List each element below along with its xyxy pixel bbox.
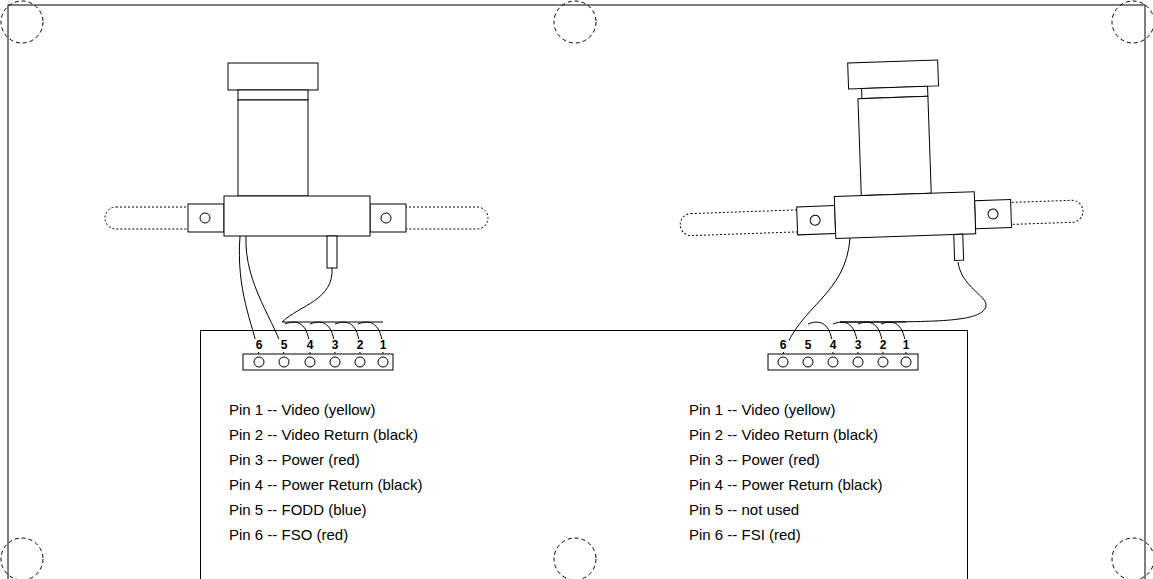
pin-description: Pin 5 -- not used bbox=[689, 501, 799, 519]
bracket-tab bbox=[370, 204, 406, 232]
mounting-hole bbox=[1, 538, 43, 579]
connector-pin bbox=[803, 357, 813, 367]
pin-description: Pin 2 -- Video Return (black) bbox=[689, 426, 878, 444]
pin-description: Pin 6 -- FSO (red) bbox=[229, 526, 348, 544]
connector-pin bbox=[378, 357, 388, 367]
connector-strip bbox=[243, 354, 393, 370]
connector-left bbox=[243, 354, 393, 370]
pin-number: 2 bbox=[877, 339, 889, 352]
bracket-hole bbox=[988, 209, 998, 219]
pin-description: Pin 3 -- Power (red) bbox=[689, 451, 820, 469]
mounting-hole bbox=[554, 1, 596, 43]
pin-description: Pin 5 -- FODD (blue) bbox=[229, 501, 367, 519]
connector-pin bbox=[355, 357, 365, 367]
connector-pin bbox=[853, 357, 863, 367]
wire bbox=[239, 236, 259, 354]
pin-description: Pin 1 -- Video (yellow) bbox=[229, 401, 375, 419]
pin-number: 6 bbox=[777, 339, 789, 352]
wire bbox=[783, 238, 850, 354]
camera-cap bbox=[848, 60, 939, 89]
bracket-hole bbox=[200, 213, 210, 223]
pin-number: 3 bbox=[852, 339, 864, 352]
camera-right bbox=[675, 55, 1085, 270]
connector-pin bbox=[330, 357, 340, 367]
mounting-hole bbox=[1112, 1, 1153, 43]
pin-description: Pin 3 -- Power (red) bbox=[229, 451, 360, 469]
pin-number: 2 bbox=[354, 339, 366, 352]
camera-clamp bbox=[224, 196, 370, 236]
camera-cap bbox=[228, 63, 318, 90]
pin-number: 1 bbox=[900, 339, 912, 352]
mounting-hole bbox=[1112, 538, 1153, 579]
camera-left bbox=[105, 63, 488, 268]
camera-body bbox=[858, 96, 931, 195]
camera-neck bbox=[238, 90, 308, 100]
pin-description: Pin 4 -- Power Return (black) bbox=[689, 476, 882, 494]
wire bbox=[282, 268, 383, 322]
camera-left-wires bbox=[239, 236, 383, 354]
bracket-tab bbox=[797, 206, 836, 235]
bracket-tab bbox=[188, 204, 224, 232]
connector-pin bbox=[305, 357, 315, 367]
mounting-hole bbox=[554, 538, 596, 579]
pin-number: 4 bbox=[304, 339, 316, 352]
pin-number: 3 bbox=[329, 339, 341, 352]
pin-table-panel: Pin 1 -- Video (yellow) Pin 2 -- Video Re… bbox=[200, 330, 968, 579]
pin-number: 6 bbox=[253, 339, 265, 352]
bracket-hole bbox=[810, 215, 820, 225]
mounting-slot bbox=[680, 209, 811, 236]
pin-number: 4 bbox=[827, 339, 839, 352]
connector-pin bbox=[901, 357, 911, 367]
wire bbox=[840, 262, 986, 322]
pin-description: Pin 1 -- Video (yellow) bbox=[689, 401, 835, 419]
connector-pin bbox=[878, 357, 888, 367]
bracket-hole bbox=[381, 213, 391, 223]
connector-strip bbox=[768, 354, 918, 370]
pin-number: 5 bbox=[802, 339, 814, 352]
cable-stub bbox=[327, 236, 337, 268]
connector-pin bbox=[254, 357, 264, 367]
pin-number: 1 bbox=[377, 339, 389, 352]
connector-pin bbox=[828, 357, 838, 367]
mounting-hole bbox=[1, 1, 43, 43]
wire bbox=[246, 236, 284, 354]
connector-right bbox=[768, 354, 918, 370]
pin-description: Pin 2 -- Video Return (black) bbox=[229, 426, 418, 444]
camera-clamp bbox=[834, 192, 975, 239]
bracket-tab bbox=[975, 199, 1012, 228]
pin-description: Pin 4 -- Power Return (black) bbox=[229, 476, 422, 494]
pin-description: Pin 6 -- FSI (red) bbox=[689, 526, 801, 544]
connector-pin bbox=[279, 357, 289, 367]
cable-stub bbox=[954, 234, 964, 260]
camera-right-wires bbox=[783, 238, 986, 354]
panel-frame bbox=[8, 5, 1145, 579]
connector-pin bbox=[778, 357, 788, 367]
pin-number: 5 bbox=[278, 339, 290, 352]
camera-body bbox=[238, 100, 308, 196]
